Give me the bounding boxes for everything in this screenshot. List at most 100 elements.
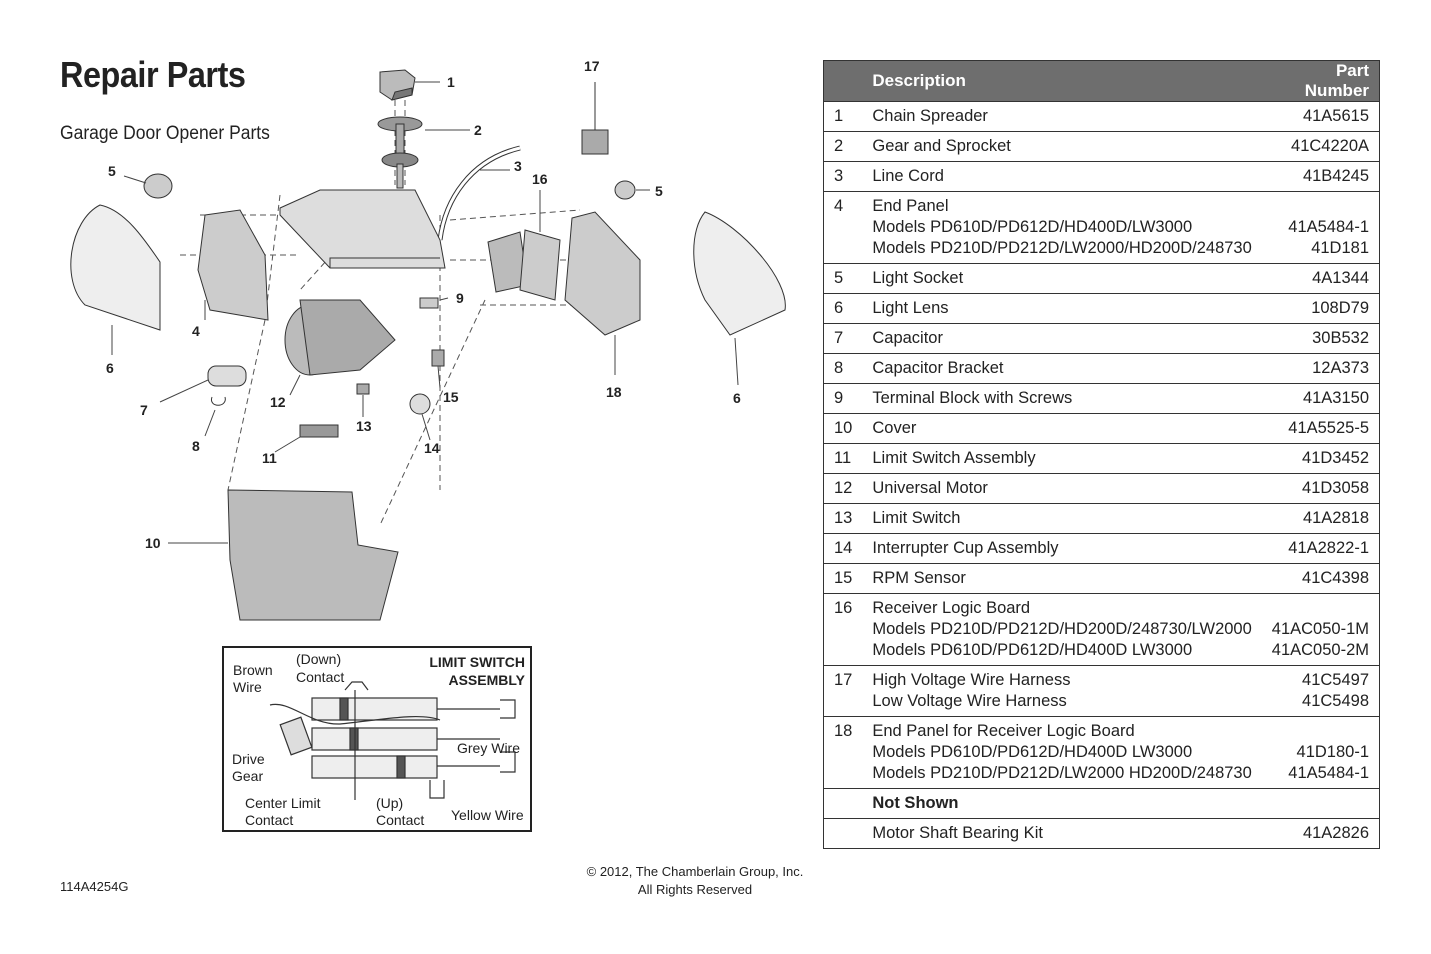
- callout-7: 7: [140, 402, 148, 418]
- part-number-line: 41D180-1: [1296, 743, 1370, 761]
- part-number-line: 41C4398: [1302, 569, 1370, 587]
- part-number-line: 41AC050-2M: [1271, 641, 1370, 659]
- limit-switch-title-1: LIMIT SWITCH: [429, 654, 525, 670]
- part-index: 10: [823, 413, 863, 444]
- grey-wire-label: Grey Wire: [457, 740, 520, 756]
- universal-motor-part: [284, 299, 396, 376]
- description-line: Capacitor: [872, 329, 943, 347]
- callout-17: 17: [584, 58, 600, 74]
- table-row: 12 Universal Motor 41D3058: [823, 473, 1380, 504]
- wire-harness-part: [581, 82, 609, 155]
- description-line: Models PD610D/PD612D/HD400D LW3000: [872, 641, 1193, 659]
- part-number: 41A2826: [1261, 818, 1380, 849]
- part-description: Chain Spreader: [862, 101, 1262, 132]
- header-part-number: Part Number: [1261, 60, 1380, 102]
- callout-5-right: 5: [655, 183, 663, 199]
- callout-labels: 1 2 3 4 5 5 6 6 7 8 9 10 11 12 13 14 15 …: [106, 58, 741, 551]
- chassis-plate-part: [279, 189, 446, 269]
- description-line: RPM Sensor: [872, 569, 966, 587]
- part-number-line: 41B4245: [1302, 167, 1370, 185]
- part-number-line: 41A2822-1: [1288, 539, 1370, 557]
- capacitor-bracket-part: [211, 396, 226, 406]
- part-index: 15: [823, 563, 863, 594]
- light-lens-right-part: [693, 211, 786, 336]
- part-number-line: 108D79: [1311, 299, 1370, 317]
- part-number-line: 41C5497: [1302, 671, 1370, 689]
- part-description: Motor Shaft Bearing Kit: [862, 818, 1262, 849]
- description-line: Light Socket: [872, 269, 964, 287]
- table-row: 15 RPM Sensor 41C4398: [823, 563, 1380, 594]
- description-line: Limit Switch: [872, 509, 961, 527]
- part-number-line: [1272, 721, 1369, 742]
- limit-switch-inset: LIMIT SWITCH ASSEMBLY Brown Wire (Down) …: [222, 646, 532, 832]
- part-number-line: 41AC050-1M: [1271, 620, 1370, 638]
- description-line: Models PD610D/PD612D/HD400D/LW3000: [872, 218, 1193, 236]
- part-description: Light Socket: [862, 263, 1262, 294]
- description-line: Chain Spreader: [872, 107, 988, 125]
- part-number: 41A5615: [1261, 101, 1380, 132]
- callout-15: 15: [443, 389, 459, 405]
- part-description: Capacitor: [862, 323, 1262, 354]
- part-description: Cover: [862, 413, 1262, 444]
- page-title: Repair Parts: [60, 54, 246, 95]
- part-index: 18: [823, 716, 863, 789]
- description-line: Receiver Logic Board: [872, 599, 1031, 617]
- terminal-block-part: [419, 297, 439, 309]
- copyright-line-1: © 2012, The Chamberlain Group, Inc.: [586, 864, 804, 879]
- center-limit-label-2: Contact: [245, 812, 293, 828]
- part-number-line: [1272, 196, 1369, 217]
- description-line: Capacitor Bracket: [872, 359, 1004, 377]
- part-description: RPM Sensor: [862, 563, 1262, 594]
- part-number: 41A3150: [1261, 383, 1380, 414]
- description-line: Universal Motor: [872, 479, 988, 497]
- limit-switch-part: [356, 383, 370, 395]
- callout-10: 10: [145, 535, 161, 551]
- description-line: Models PD610D/PD612D/HD400D LW3000: [872, 743, 1193, 761]
- part-index: 17: [823, 665, 863, 717]
- description-line: Gear and Sprocket: [872, 137, 1011, 155]
- copyright-notice: © 2012, The Chamberlain Group, Inc. All …: [560, 863, 830, 899]
- brown-wire-label-1: Brown: [233, 662, 273, 678]
- chain-spreader-part: [379, 69, 416, 101]
- part-index: 8: [823, 353, 863, 384]
- table-row: 8 Capacitor Bracket 12A373: [823, 353, 1380, 384]
- part-number: 41A2822-1: [1261, 533, 1380, 564]
- part-number: 41D3452: [1261, 443, 1380, 474]
- limit-switch-title-2: ASSEMBLY: [448, 672, 525, 688]
- part-index: 11: [823, 443, 863, 474]
- part-number-line: 41D3058: [1302, 479, 1370, 497]
- part-description: Capacitor Bracket: [862, 353, 1262, 384]
- part-number: 12A373: [1261, 353, 1380, 384]
- callout-9: 9: [456, 290, 464, 306]
- part-number-line: 41D181: [1311, 239, 1370, 257]
- light-lens-left-part: [70, 204, 161, 331]
- part-index: 12: [823, 473, 863, 504]
- description-line: Models PD210D/PD212D/LW2000 HD200D/24873…: [872, 764, 1252, 782]
- part-description: Terminal Block with Screws: [862, 383, 1262, 414]
- part-index: 2: [823, 131, 863, 162]
- description-line: Limit Switch Assembly: [872, 449, 1036, 467]
- part-number-line: 41C5498: [1302, 692, 1370, 710]
- description-line: End Panel: [872, 197, 949, 215]
- yellow-wire-label: Yellow Wire: [451, 807, 524, 823]
- part-number-line: 41A5615: [1302, 107, 1370, 125]
- part-description: Interrupter Cup Assembly: [862, 533, 1262, 564]
- callout-16: 16: [532, 171, 548, 187]
- description-line: Cover: [872, 419, 917, 437]
- part-number: 4A1344: [1261, 263, 1380, 294]
- cover-part: [227, 489, 399, 621]
- table-row: 11 Limit Switch Assembly 41D3452: [823, 443, 1380, 474]
- part-description: Limit Switch Assembly: [862, 443, 1262, 474]
- description-line: Light Lens: [872, 299, 949, 317]
- part-number-line: 41A2818: [1302, 509, 1370, 527]
- callout-6-left: 6: [106, 360, 114, 376]
